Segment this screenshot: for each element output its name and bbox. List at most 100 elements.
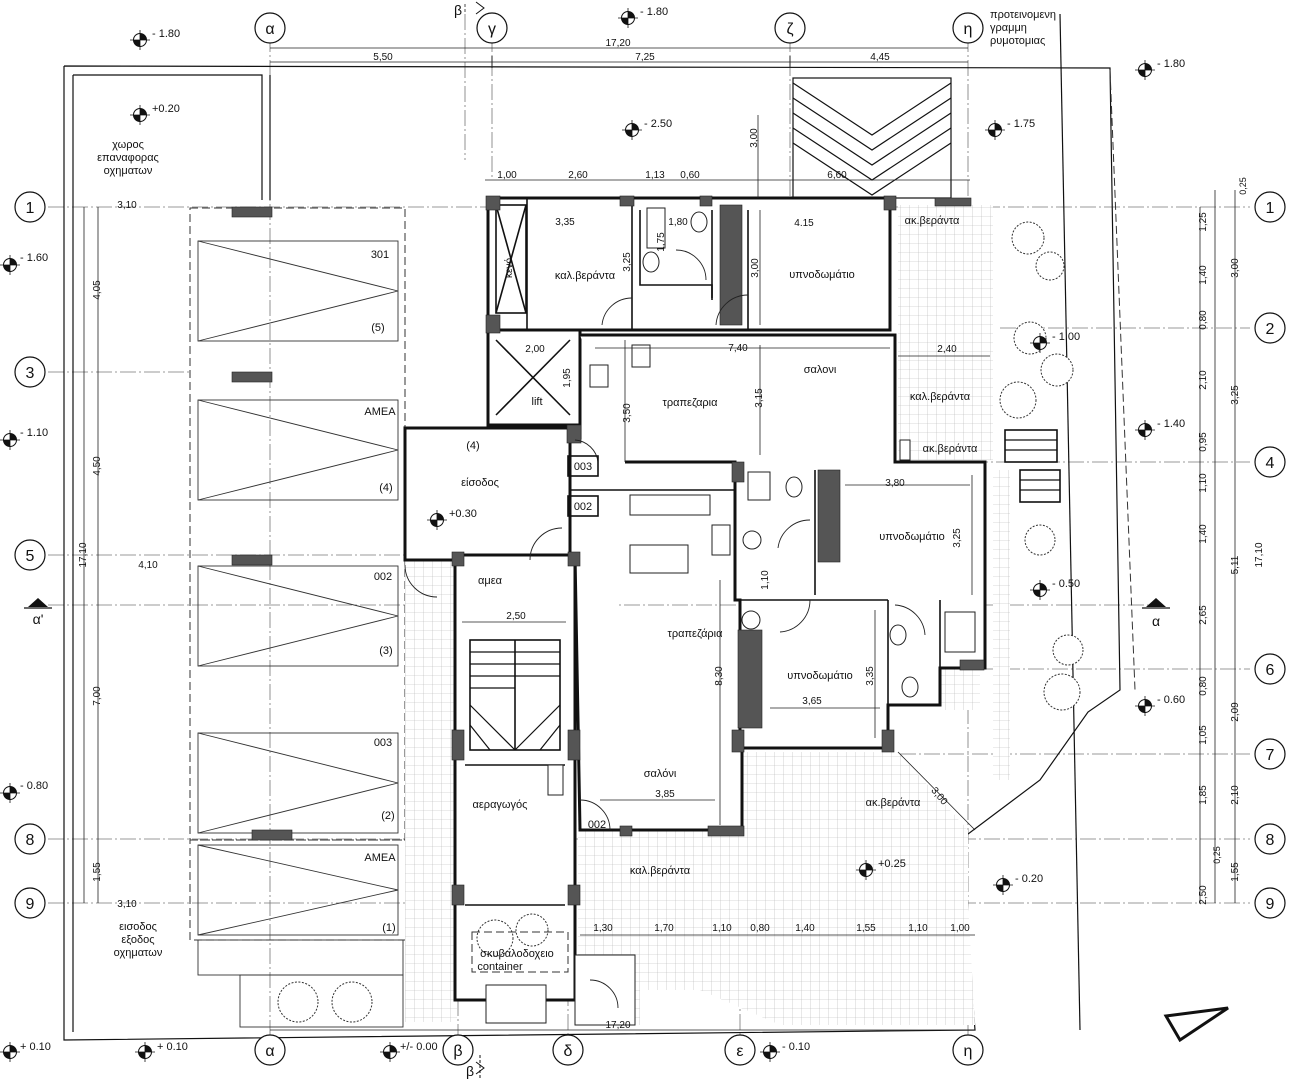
dim-label: 1,85: [1198, 785, 1209, 805]
ak-veranda-label: ακ.βεράντα: [905, 215, 960, 227]
vehicle-return-label: οχηματων: [104, 165, 153, 177]
section-mark-label: β: [466, 1063, 474, 1079]
level-label: - 0.80: [20, 780, 48, 792]
dim-label: 17,20: [605, 38, 630, 49]
dim-label: 3,35: [865, 666, 876, 686]
dim-label: 5,11: [1230, 555, 1241, 574]
lift-label: lift: [532, 396, 543, 408]
dim-label: 0,95: [1198, 432, 1209, 452]
air-duct-label: αεραγωγός: [473, 799, 528, 811]
dim-label: 3,15: [754, 388, 765, 408]
row-label-right: 6: [1266, 662, 1275, 679]
dim-label: 2,10: [1230, 785, 1241, 805]
level-label: - 0.60: [1157, 694, 1185, 706]
level-label: - 1.40: [1157, 418, 1185, 430]
dim-label: 3,35: [555, 217, 575, 228]
row-markers-right: 1 2 4 6 7 8 9: [1254, 191, 1286, 919]
axis-bottom-label: ε: [736, 1043, 743, 1060]
dim-label: 1,55: [856, 923, 876, 934]
section-marks: β β α' α: [24, 1, 1170, 1080]
dim-label: 2,50: [506, 611, 526, 622]
dim-label: 17,10: [1254, 542, 1265, 567]
vehicle-return-label: χωρος: [112, 139, 144, 151]
dim-label: 4,45: [870, 52, 890, 63]
dim-label: 0,80: [1198, 310, 1209, 330]
axis-bottom-label: β: [453, 1043, 462, 1060]
dim-label: 4,10: [138, 560, 158, 571]
section-mark-label: β: [454, 2, 462, 18]
row-label-right: 7: [1266, 747, 1275, 764]
vehicle-entry-label: εξοδος: [121, 934, 154, 946]
axis-top-label: ζ: [786, 21, 793, 38]
dim-label: 2,09: [1230, 702, 1241, 722]
level-label: +/- 0.00: [400, 1041, 438, 1053]
dim-label: 17,10: [78, 542, 89, 567]
dim-label: 1,75: [656, 232, 667, 252]
dim-label: 3,00: [749, 128, 760, 148]
vehicle-entry-label: οχηματων: [114, 947, 163, 959]
veranda-label: καλ.βεράντα: [555, 270, 616, 282]
dim-label: 3,10: [117, 899, 137, 910]
dim-label: 1,55: [1230, 862, 1241, 882]
dim-label: 3,00: [1230, 258, 1241, 278]
dim-label: 2,60: [568, 170, 588, 181]
bedroom-label: υπνοδωμάτιο: [787, 670, 853, 682]
note-line: ρυμοτομιας: [990, 35, 1045, 47]
dim-label: 8,30: [714, 666, 725, 686]
dim-label: 1,10: [712, 923, 732, 934]
parking-label: (1): [382, 922, 395, 934]
level-label: + 0.10: [20, 1041, 51, 1053]
bedroom-label: υπνοδωμάτιο: [789, 269, 855, 281]
row-label-left: 1: [26, 200, 35, 217]
dim-label: 0,60: [680, 170, 700, 181]
level-label: - 1.60: [20, 252, 48, 264]
dim-label: 1,55: [92, 862, 103, 882]
axis-bottom-label: α: [265, 1043, 274, 1060]
dim-label: 1,40: [1198, 524, 1209, 544]
axis-top-label: α: [265, 21, 274, 38]
ak-veranda-label: ακ.βεράντα: [866, 797, 921, 809]
dim-label: 3,25: [952, 528, 963, 548]
dim-label: 0,80: [750, 923, 770, 934]
parking-label: (2): [381, 810, 394, 822]
level-label: +0.30: [449, 508, 477, 520]
garbage-label: σκυβαλοδοχειο: [480, 948, 554, 960]
row-label-right: 8: [1266, 832, 1275, 849]
level-label: - 1.80: [1157, 58, 1185, 70]
dim-label: 2,00: [525, 344, 545, 355]
dim-label: 1,95: [562, 368, 573, 388]
level-markers: - 1.80 - 1.80 - 1.80 +0.20 - 2.50 - 1.75…: [0, 6, 1185, 1063]
dim-label: 1,80: [668, 217, 688, 228]
axis-markers-bottom: α β δ ε η: [254, 1034, 984, 1066]
north-arrow-icon: [1163, 1006, 1229, 1043]
fixtures: [485, 207, 976, 1026]
dim-label: 1,40: [1198, 265, 1209, 285]
dim-label: 4,05: [92, 280, 103, 300]
parking-label: 002: [374, 571, 392, 583]
axis-bottom-label: η: [964, 1043, 973, 1060]
dim-label: 3,85: [655, 789, 675, 800]
row-label-right: 1: [1266, 200, 1275, 217]
dim-label: 2,65: [1198, 605, 1209, 625]
level-label: - 0.20: [1015, 873, 1043, 885]
dim-label: 0,25: [1238, 177, 1248, 195]
dim-label: 4,50: [92, 456, 103, 476]
note-line: προτεινομενη: [990, 9, 1056, 21]
unit-label: 003: [574, 461, 592, 473]
dim-label: 2,50: [1198, 885, 1209, 905]
dim-label: 0,25: [1212, 846, 1222, 864]
container-label: container: [477, 961, 523, 973]
dim-label: 2,40: [937, 344, 957, 355]
plot-boundary: [63, 13, 1136, 1041]
dim-label: 7,40: [728, 343, 748, 354]
stairs: [469, 429, 1061, 751]
dim-label: 3,10: [117, 200, 137, 211]
parking-labels: 301 (5) ΑΜΕΑ (4) 002 (3) 003 (2) ΑΜΕΑ (1…: [364, 249, 396, 934]
unit-labels: (4) 003 002 002: [466, 440, 606, 831]
amea-label: αμεα: [478, 575, 503, 587]
dim-label: 1,10: [760, 570, 771, 590]
dim-label: 7,25: [635, 52, 655, 63]
level-label: - 1.75: [1007, 118, 1035, 130]
dimension-lines: [83, 47, 1236, 1031]
dim-label: 7,00: [92, 686, 103, 706]
